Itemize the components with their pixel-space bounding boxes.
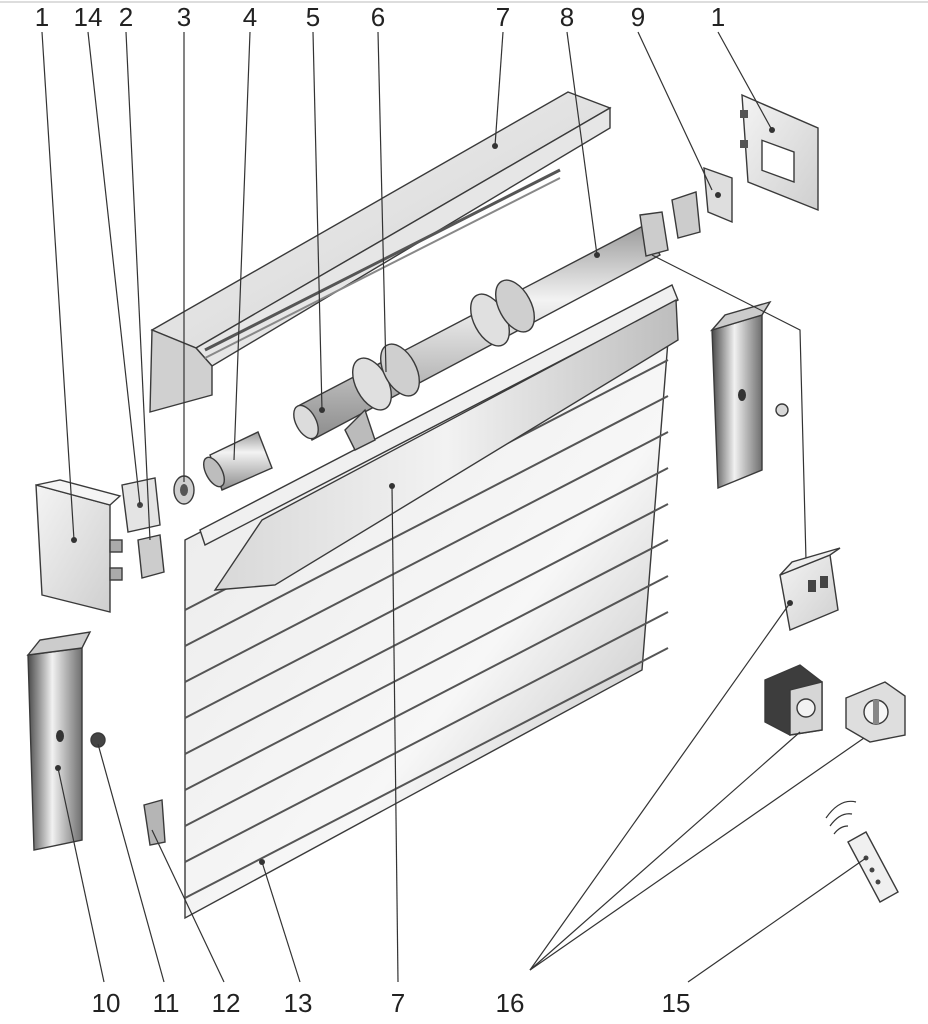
rotary-switch xyxy=(845,681,906,743)
left-bracket-plate xyxy=(121,477,165,579)
box-cover xyxy=(149,91,612,413)
callout-13: 13 xyxy=(284,988,313,1018)
axle-end-cap xyxy=(202,431,273,491)
bottom-clip xyxy=(143,799,166,846)
callout-4: 4 xyxy=(243,2,257,32)
callout-6: 6 xyxy=(371,2,385,32)
callout-leaders xyxy=(41,31,867,983)
axle-collar xyxy=(352,279,535,411)
callout-2: 2 xyxy=(119,2,133,32)
key-switch xyxy=(764,664,823,736)
curtain-slat-groove xyxy=(184,431,669,683)
callout-5: 5 xyxy=(306,2,320,32)
right-bracket-plate xyxy=(671,166,733,239)
callout-7-top: 7 xyxy=(496,2,510,32)
callout-11: 11 xyxy=(153,988,180,1018)
callout-3: 3 xyxy=(177,2,191,32)
callout-1-right: 1 xyxy=(711,2,725,32)
callout-9: 9 xyxy=(631,2,645,32)
right-guide-rail xyxy=(709,300,772,490)
remote-control xyxy=(825,800,899,903)
callout-1-left: 1 xyxy=(35,2,49,32)
callout-14: 14 xyxy=(74,2,103,32)
callouts-bottom: 10 11 12 13 7 16 15 xyxy=(92,988,691,1018)
curtain-slat-groove xyxy=(184,467,669,719)
callout-10: 10 xyxy=(92,988,121,1018)
winding-axle xyxy=(293,211,669,451)
right-side-cap xyxy=(740,93,819,212)
callout-15: 15 xyxy=(662,988,691,1018)
curtain-slat-groove xyxy=(184,611,669,863)
callout-8: 8 xyxy=(560,2,574,32)
callout-16: 16 xyxy=(496,988,525,1018)
curtain-slat-groove xyxy=(184,539,669,791)
curtain-slat-groove xyxy=(184,503,669,755)
right-stopper xyxy=(775,403,789,417)
curtain-slat-groove xyxy=(184,647,669,899)
bearing-hole xyxy=(180,484,188,496)
curtain-slat-groove xyxy=(184,395,669,647)
callout-7-bottom: 7 xyxy=(391,988,405,1018)
motor-cable xyxy=(651,254,807,561)
callouts-top: 1 14 2 3 4 5 6 7 8 9 1 xyxy=(35,2,725,32)
curtain-slat-groove xyxy=(184,575,669,827)
left-guide-rail xyxy=(26,631,92,851)
shutter-curtain xyxy=(184,284,679,920)
left-side-cap xyxy=(35,479,123,613)
callout-12: 12 xyxy=(212,988,241,1018)
wall-switch xyxy=(779,547,841,631)
stopper xyxy=(90,732,106,748)
